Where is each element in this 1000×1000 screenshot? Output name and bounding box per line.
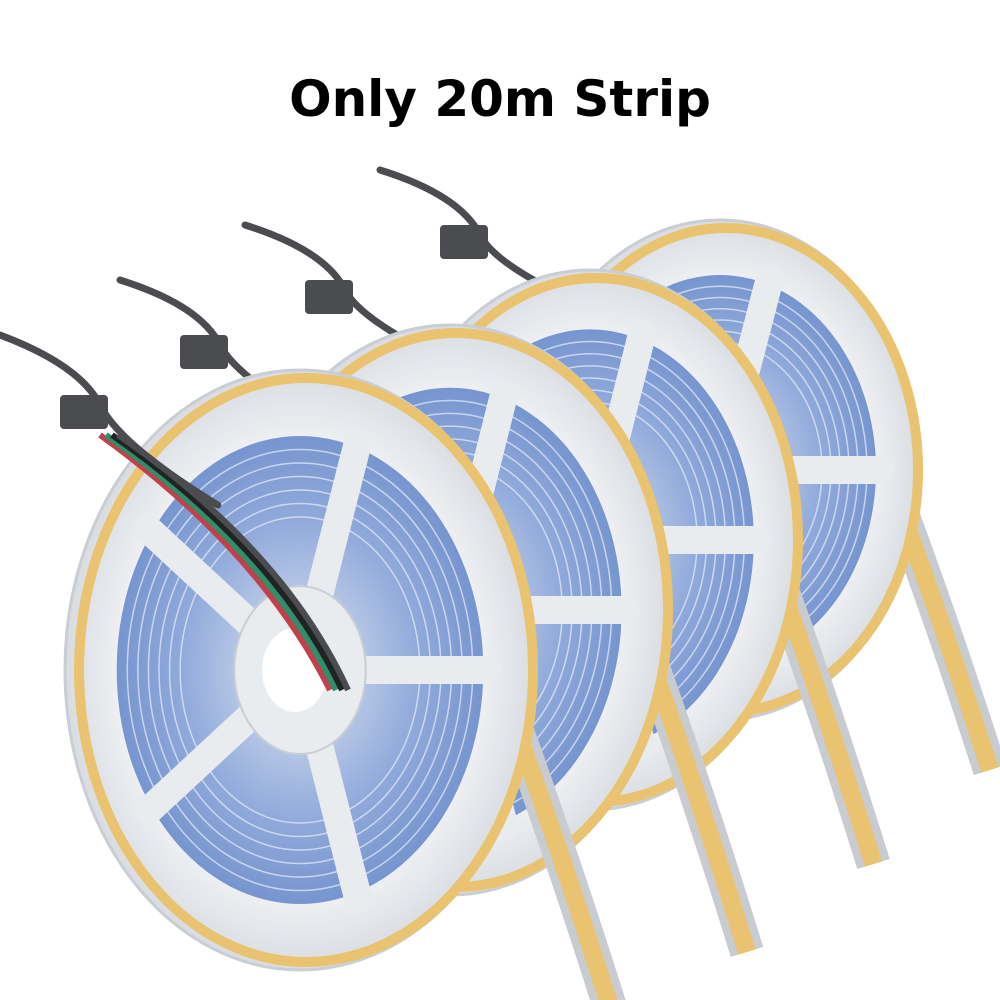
wire-bundle-icon (116, 432, 351, 692)
connector-icon (60, 395, 108, 429)
reel-strip-band (74, 373, 538, 967)
wire-bundle-icon (110, 432, 345, 692)
connector-icon (180, 335, 228, 369)
connector-icon (305, 280, 353, 314)
reel-group (0, 166, 1000, 1000)
headline: Only 20m Strip (289, 70, 711, 128)
wire-bundle-icon (98, 432, 333, 692)
connector-icon (440, 225, 488, 259)
led-strip-reel (0, 331, 626, 1000)
wire-bundle-icon (104, 432, 339, 692)
